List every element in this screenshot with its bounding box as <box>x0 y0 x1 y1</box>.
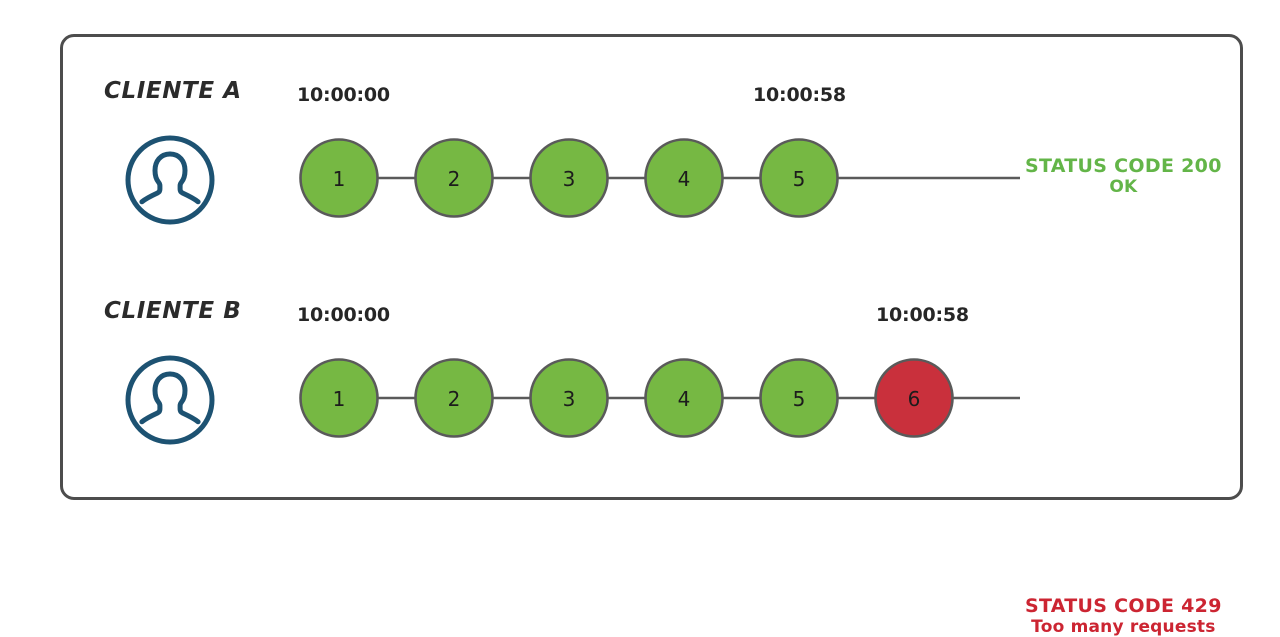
request-node[interactable]: 6 <box>874 358 954 438</box>
user-avatar-icon <box>125 355 215 445</box>
timestamp-end-a: 10:00:58 <box>753 84 846 106</box>
request-node-label: 5 <box>793 167 806 191</box>
timestamp-end-b: 10:00:58 <box>876 304 969 326</box>
diagram-canvas: CLIENTE A 10:00:00 10:00:58 1 2 3 4 5 STATUS… <box>60 34 1243 636</box>
request-node-circle <box>759 358 839 438</box>
request-node-label: 4 <box>678 387 691 411</box>
status-code-b: STATUS CODE 429 <box>1025 595 1222 617</box>
request-node[interactable]: 5 <box>759 138 839 218</box>
timestamp-start-b: 10:00:00 <box>297 304 390 326</box>
status-badge-b: STATUS CODE 429 Too many requests <box>1025 595 1222 637</box>
timestamp-start-a: 10:00:00 <box>297 84 390 106</box>
request-node-circle <box>644 138 724 218</box>
status-badge-a: STATUS CODE 200 OK <box>1025 155 1222 197</box>
client-label-a: CLIENTE A <box>104 78 242 104</box>
request-node[interactable]: 5 <box>759 358 839 438</box>
request-node-circle <box>529 358 609 438</box>
status-code-a: STATUS CODE 200 <box>1025 155 1222 177</box>
request-node[interactable]: 4 <box>644 358 724 438</box>
request-node-label: 3 <box>563 387 576 411</box>
request-node-circle <box>414 138 494 218</box>
client-label-b: CLIENTE B <box>104 298 242 324</box>
request-node[interactable]: 3 <box>529 358 609 438</box>
user-avatar-icon <box>125 135 215 225</box>
request-node-circle <box>299 358 379 438</box>
request-node-circle <box>759 138 839 218</box>
request-node-circle <box>644 358 724 438</box>
request-node-label: 2 <box>448 387 461 411</box>
request-node-label: 3 <box>563 167 576 191</box>
request-node[interactable]: 2 <box>414 138 494 218</box>
diagram-frame <box>60 34 1243 500</box>
request-node[interactable]: 3 <box>529 138 609 218</box>
status-message-a: OK <box>1109 176 1138 197</box>
request-node-circle <box>874 358 954 438</box>
request-node[interactable]: 1 <box>299 358 379 438</box>
request-node-label: 1 <box>333 387 346 411</box>
request-node-circle <box>529 138 609 218</box>
request-node-label: 5 <box>793 387 806 411</box>
request-node[interactable]: 2 <box>414 358 494 438</box>
request-node-label: 1 <box>333 167 346 191</box>
request-node-label: 6 <box>908 387 921 411</box>
request-node-circle <box>414 358 494 438</box>
request-node-circle <box>299 138 379 218</box>
request-node-label: 2 <box>448 167 461 191</box>
request-node[interactable]: 1 <box>299 138 379 218</box>
request-chain-a: 1 2 3 4 5 <box>299 138 1020 218</box>
request-node[interactable]: 4 <box>644 138 724 218</box>
request-node-label: 4 <box>678 167 691 191</box>
status-message-b: Too many requests <box>1031 616 1216 637</box>
request-chain-b: 1 2 3 4 5 6 <box>299 358 1020 438</box>
